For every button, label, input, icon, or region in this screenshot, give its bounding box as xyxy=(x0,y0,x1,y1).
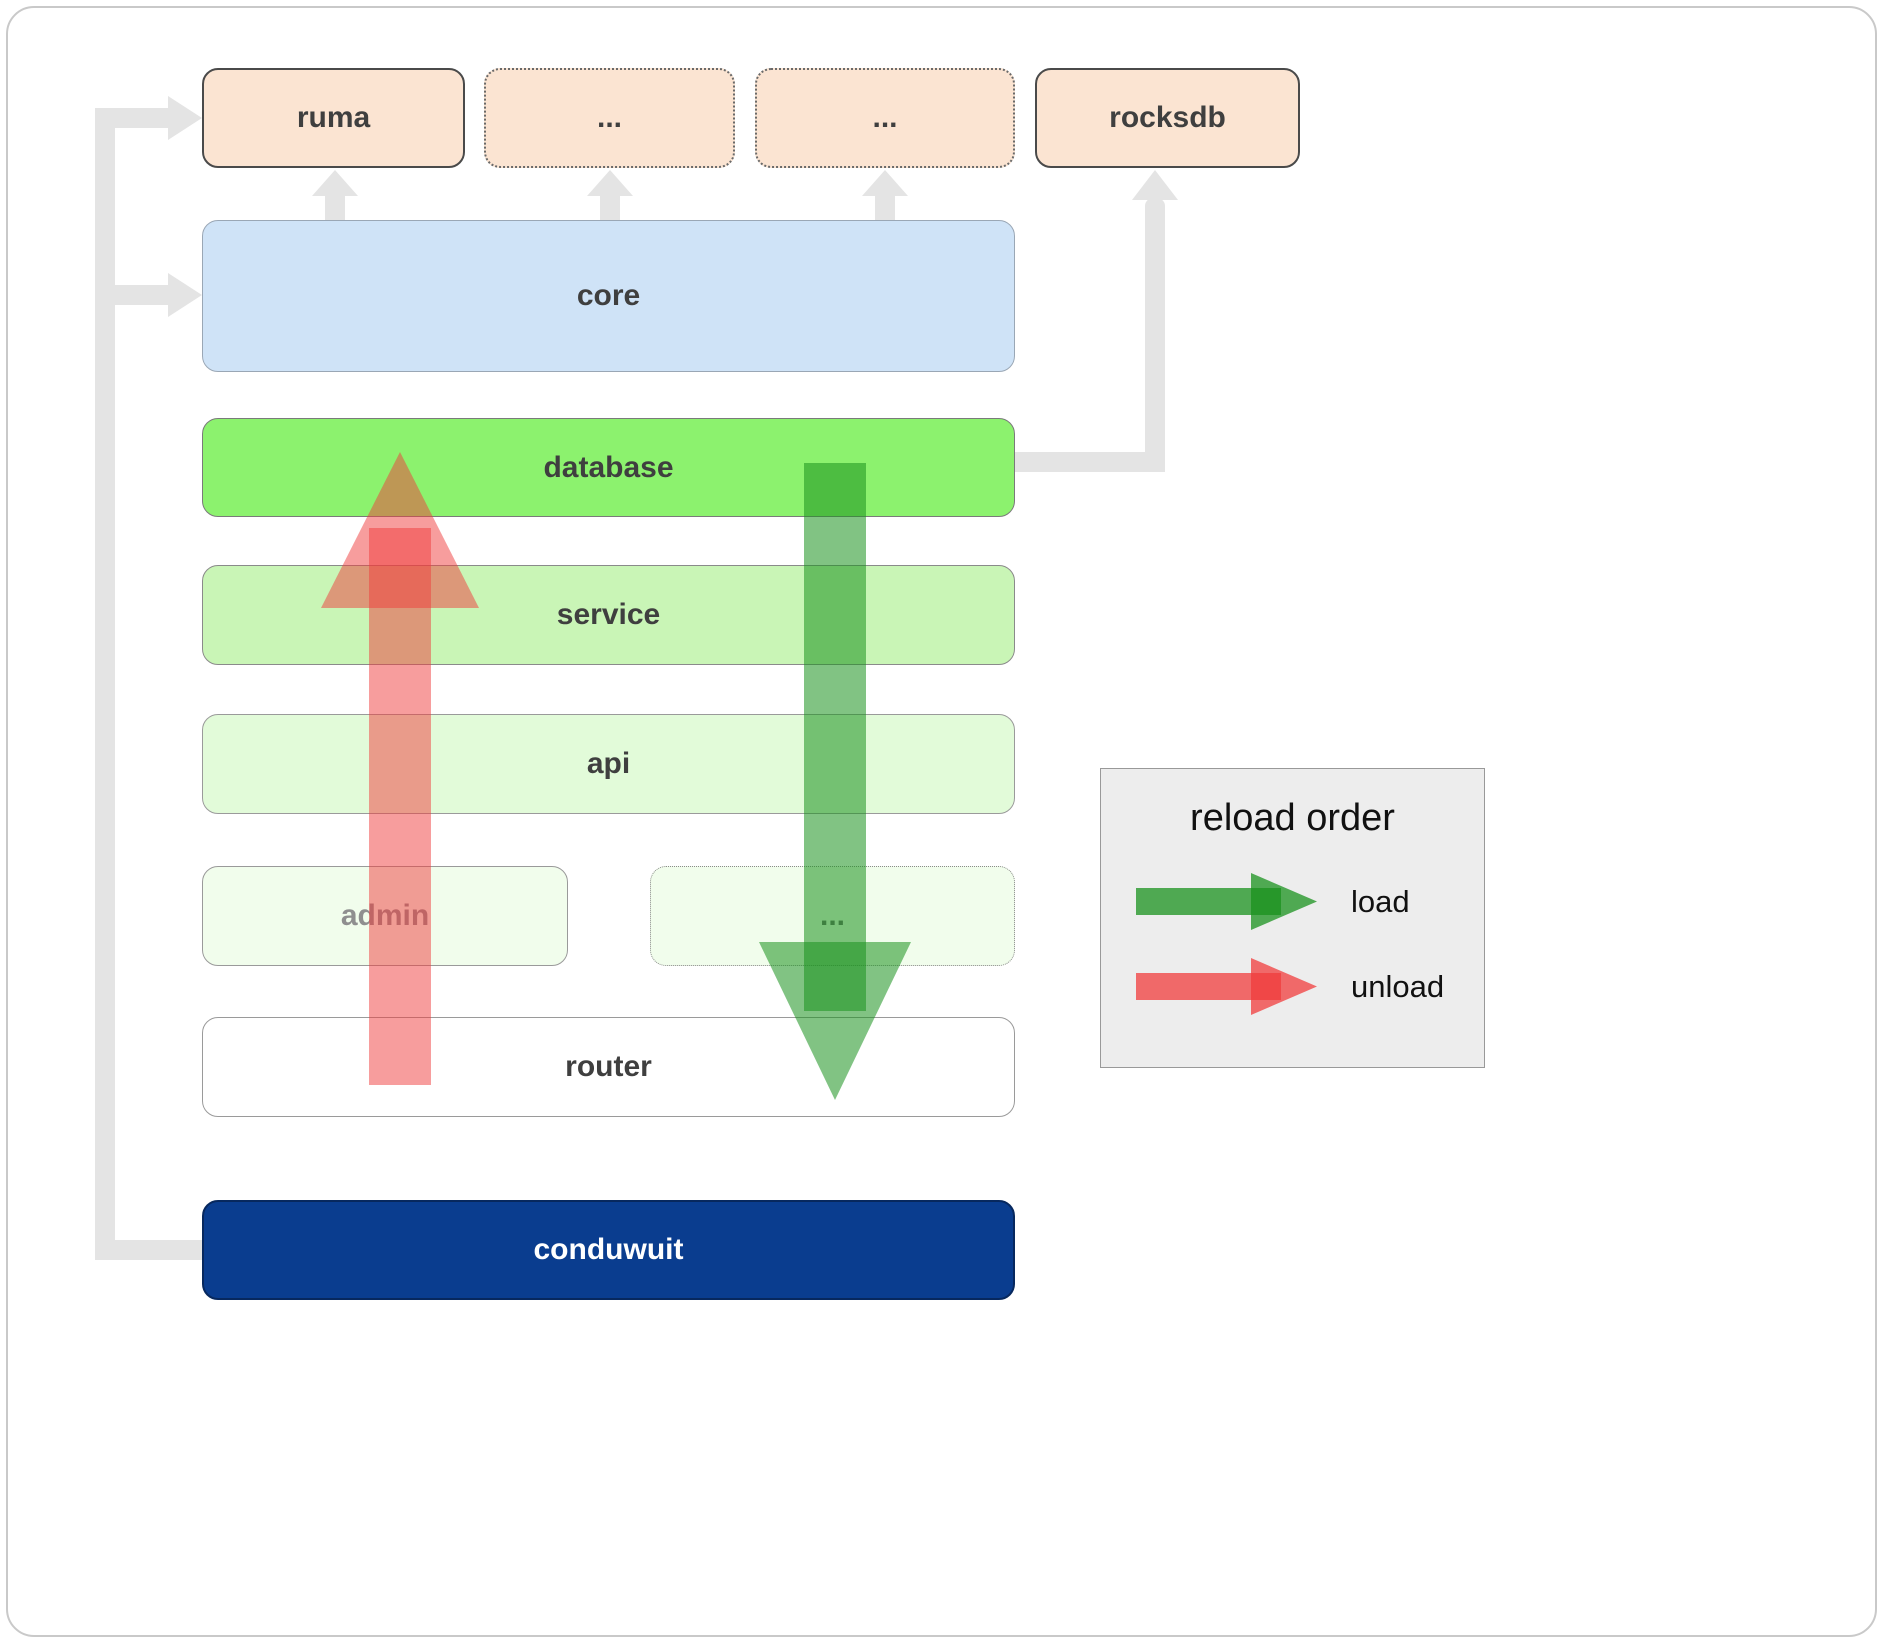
connector-conduwuit-stub xyxy=(95,1240,205,1260)
box-ellipsis-top-2-label: ... xyxy=(872,101,898,134)
legend-title: reload order xyxy=(1190,797,1395,839)
box-rocksdb: rocksdb xyxy=(1035,68,1300,168)
box-core-label: core xyxy=(576,279,641,312)
connector-database-horizontal xyxy=(1015,452,1165,472)
connector-database-vertical xyxy=(1145,198,1165,472)
legend-unload-arrow-icon xyxy=(1251,958,1317,1015)
load-arrow-shaft xyxy=(804,463,866,1011)
box-api: api xyxy=(202,714,1015,814)
connector-core-to-ruma xyxy=(325,193,345,221)
connector-core-to-ellipsis-1 xyxy=(600,193,620,221)
unload-arrow-shaft xyxy=(369,528,431,1085)
box-ellipsis-top-1-label: ... xyxy=(596,101,622,134)
connector-core-to-ellipsis-2 xyxy=(875,193,895,221)
box-rocksdb-label: rocksdb xyxy=(1109,101,1226,134)
legend-unload-label: unload xyxy=(1351,969,1445,1004)
connector-conduwuit-to-ruma xyxy=(95,108,171,128)
box-ruma-label: ruma xyxy=(296,101,371,134)
outer-frame xyxy=(6,6,1877,1637)
box-ruma: ruma xyxy=(202,68,465,168)
box-conduwuit-label: conduwuit xyxy=(533,1233,684,1266)
box-service-label: service xyxy=(556,598,661,631)
legend-load-label: load xyxy=(1351,884,1410,919)
box-router: router xyxy=(202,1017,1015,1117)
box-conduwuit: conduwuit xyxy=(202,1200,1015,1300)
box-core: core xyxy=(202,220,1015,372)
box-api-label: api xyxy=(586,747,631,780)
box-database-label: database xyxy=(543,450,674,484)
box-router-label: router xyxy=(565,1050,652,1083)
connector-conduwuit-vertical xyxy=(95,108,115,1260)
box-service: service xyxy=(202,565,1015,665)
box-ellipsis-top-2: ... xyxy=(755,68,1015,168)
box-ellipsis-top-1: ... xyxy=(484,68,735,168)
legend: reload order load unload xyxy=(1100,768,1485,1068)
legend-load-arrow-icon xyxy=(1251,873,1317,930)
connector-conduwuit-to-core xyxy=(95,285,171,305)
box-database: database xyxy=(202,418,1015,517)
